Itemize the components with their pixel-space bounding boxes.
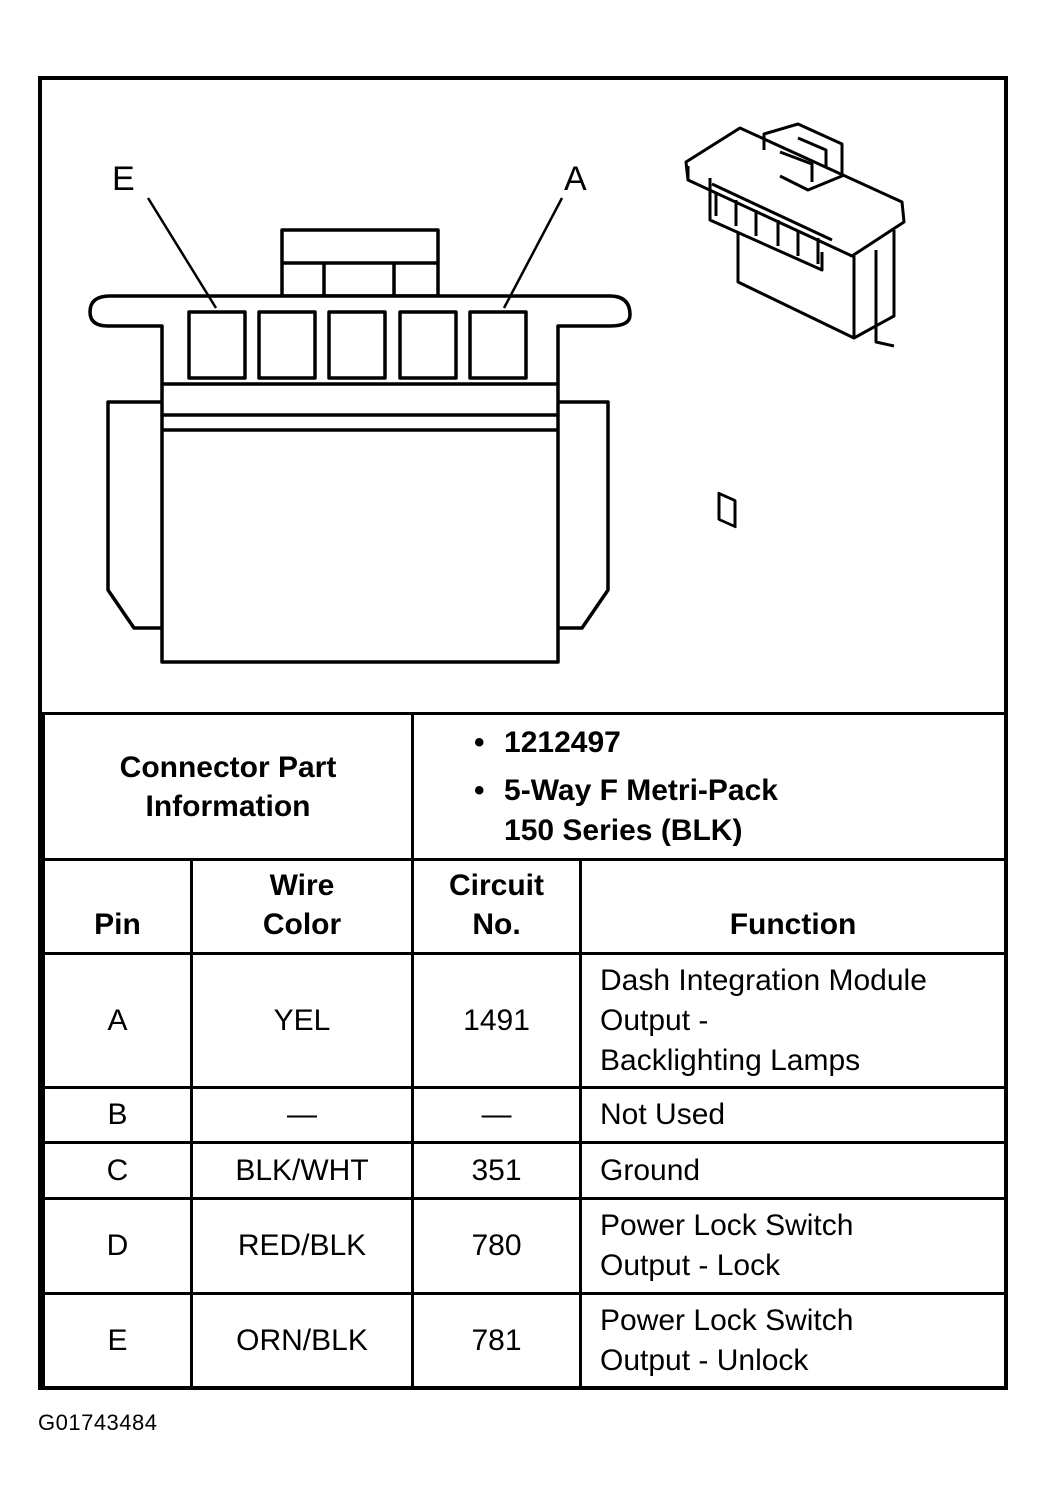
pin-cavity-e xyxy=(187,310,247,380)
pin-cavity-d xyxy=(257,310,317,380)
diagram-frame: E A Connector Part Information • 1212497… xyxy=(38,76,1008,1390)
connector-table: Connector Part Information • 1212497 • 5… xyxy=(41,712,1008,1389)
wire-color-cell: YEL xyxy=(189,952,415,1089)
wire-color-cell: — xyxy=(189,1086,415,1144)
pin-cell: A xyxy=(42,952,193,1089)
header-wire-color: Wire Color xyxy=(189,858,415,955)
pin-cell: B xyxy=(42,1086,193,1144)
pin-label-a: A xyxy=(564,160,587,198)
function-cell: Power Lock Switch Output - Unlock xyxy=(579,1292,1008,1389)
wire-color-cell: ORN/BLK xyxy=(189,1292,415,1389)
figure-id: G01743484 xyxy=(38,1410,158,1435)
circuit-cell: 1491 xyxy=(411,952,583,1089)
table-row: B — — Not Used xyxy=(42,1086,1008,1144)
function-line: Backlighting Lamps xyxy=(600,1043,861,1077)
function-cell: Not Used xyxy=(579,1086,1008,1144)
circuit-cell: 781 xyxy=(411,1292,583,1389)
part-info-label: Connector Part Information xyxy=(41,712,415,861)
function-line: Not Used xyxy=(600,1098,726,1131)
header-wire-line2: Color xyxy=(262,908,342,941)
pin-cell: C xyxy=(42,1141,193,1200)
part-info-value: • 1212497 • 5-Way F Metri-Pack 150 Serie… xyxy=(411,712,1008,861)
header-circuit-line1: Circuit xyxy=(449,869,545,902)
wire-color-cell: BLK/WHT xyxy=(189,1141,415,1200)
part-info-label-line1: Connector Part xyxy=(119,750,337,784)
part-info-row: Connector Part Information • 1212497 • 5… xyxy=(41,712,1008,861)
circuit-cell: 780 xyxy=(411,1197,583,1295)
description-line2: 150 Series (BLK) xyxy=(504,813,743,847)
header-wire-line1: Wire xyxy=(269,869,335,902)
header-row: Pin Wire Color Circuit No. Function xyxy=(42,858,1008,955)
function-line: Dash Integration Module xyxy=(600,963,927,997)
bullet-icon: • xyxy=(474,773,485,807)
circuit-cell: 351 xyxy=(411,1141,583,1200)
function-line: Ground xyxy=(600,1153,701,1187)
pin-cavity-a xyxy=(468,310,528,380)
part-number-item: • 1212497 xyxy=(474,723,1004,763)
part-number: 1212497 xyxy=(504,725,621,759)
connector-3d-view xyxy=(684,122,906,529)
function-cell: Dash Integration Module Output - Backlig… xyxy=(579,952,1008,1089)
pin-label-e: E xyxy=(112,160,135,198)
table-row: D RED/BLK 780 Power Lock Switch Output -… xyxy=(42,1197,1008,1295)
function-line: Power Lock Switch xyxy=(600,1303,854,1337)
description-line1: 5-Way F Metri-Pack xyxy=(504,773,778,807)
pin-cavity-b xyxy=(398,310,458,380)
table-row: A YEL 1491 Dash Integration Module Outpu… xyxy=(42,952,1008,1089)
header-pin: Pin xyxy=(42,858,193,955)
part-info-label-line2: Information xyxy=(145,789,311,823)
pin-cavity-c xyxy=(327,310,387,380)
wire-color-cell: RED/BLK xyxy=(189,1197,415,1295)
header-circuit-line2: No. xyxy=(472,908,521,941)
pin-cell: E xyxy=(42,1292,193,1389)
function-cell: Power Lock Switch Output - Lock xyxy=(579,1197,1008,1295)
function-line: Output - Unlock xyxy=(600,1343,809,1377)
connector-front-view xyxy=(88,197,632,664)
table-row: C BLK/WHT 351 Ground xyxy=(42,1141,1008,1200)
function-line: Power Lock Switch xyxy=(600,1209,854,1242)
bullet-icon: • xyxy=(474,725,485,759)
table-row: E ORN/BLK 781 Power Lock Switch Output -… xyxy=(42,1292,1008,1389)
circuit-cell: — xyxy=(411,1086,583,1144)
function-line: Output - xyxy=(600,1003,709,1037)
description-item: • 5-Way F Metri-Pack 150 Series (BLK) xyxy=(474,771,1004,851)
header-circuit: Circuit No. xyxy=(411,858,583,955)
function-cell: Ground xyxy=(579,1141,1008,1200)
pin-cell: D xyxy=(42,1197,193,1295)
connector-diagram: E A xyxy=(42,80,1004,712)
function-line: Output - Lock xyxy=(600,1249,781,1282)
header-function: Function xyxy=(579,858,1008,955)
